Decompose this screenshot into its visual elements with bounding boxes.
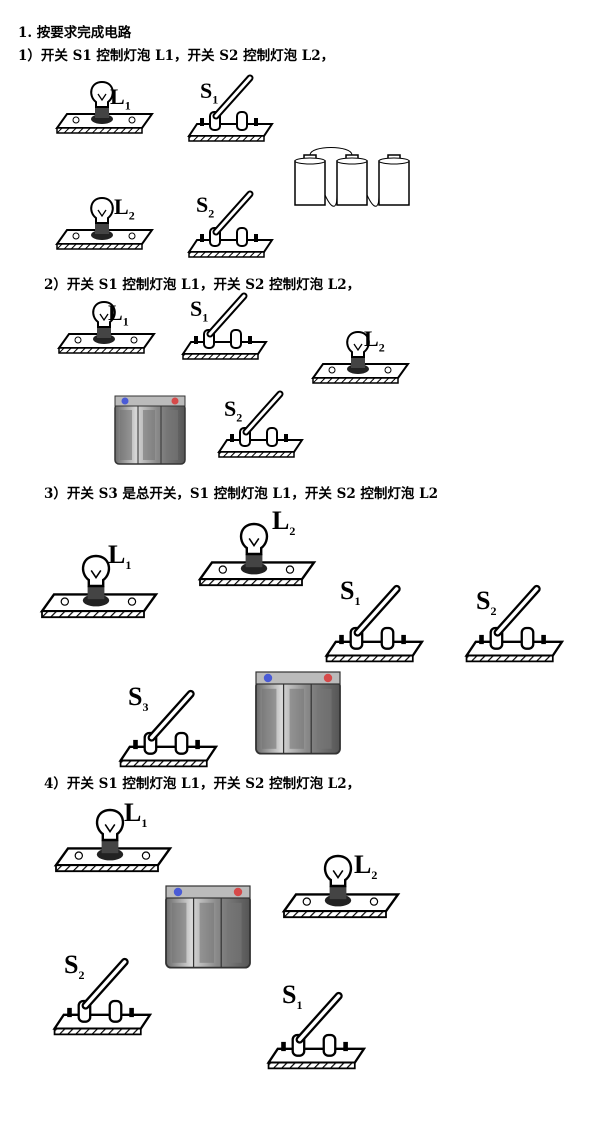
lamp-l1-label: L1 [110,84,131,113]
switch-s1-label: S1 [282,980,303,1013]
switch-s2-label: S2 [476,586,497,619]
lamp-l1-label: L1 [108,300,129,329]
switch-s2-icon[interactable] [58,978,153,1033]
battery-icon[interactable] [255,671,342,762]
question-3-text: 3）开关 S3 是总开关，S1 控制灯泡 L1，开关 S2 控制灯泡 L2 [44,486,438,502]
battery-icon[interactable] [165,885,252,976]
switch-s3-label: S3 [128,682,149,715]
battery-icon[interactable] [114,395,186,466]
switch-s1-icon[interactable] [272,1012,367,1067]
worksheet-title: 1. 按要求完成电路 [18,25,132,41]
question-4-text: 4）开关 S1 控制灯泡 L1，开关 S2 控制灯泡 L2， [44,776,361,792]
question-2-text: 2）开关 S1 控制灯泡 L1，开关 S2 控制灯泡 L2， [44,277,361,293]
switch-s3-icon[interactable] [124,710,219,765]
dry-cells-icon[interactable] [292,147,412,210]
lamp-l1-icon[interactable] [54,808,172,873]
switch-s2-label: S2 [64,950,85,983]
question-1-text: 1）开关 S1 控制灯泡 L1，开关 S2 控制灯泡 L2， [18,48,335,64]
lamp-l1-label: L1 [108,540,132,573]
switch-s1-icon[interactable] [330,605,425,660]
lamp-l2-label: L2 [114,194,135,223]
lamp-l1-label: L1 [124,798,148,831]
lamp-l2-label: L2 [364,326,385,355]
lamp-l2-icon[interactable] [56,197,157,253]
lamp-l2-icon[interactable] [198,522,316,587]
lamp-l1-icon[interactable] [40,554,158,619]
switch-s1-label: S1 [200,78,219,107]
switch-s2-label: S2 [196,192,215,221]
switch-s1-label: S1 [190,296,209,325]
lamp-l2-icon[interactable] [282,854,400,919]
lamp-l2-label: L2 [354,850,378,883]
lamp-l2-label: L2 [272,506,296,539]
switch-s2-label: S2 [224,396,243,425]
switch-s1-label: S1 [340,576,361,609]
